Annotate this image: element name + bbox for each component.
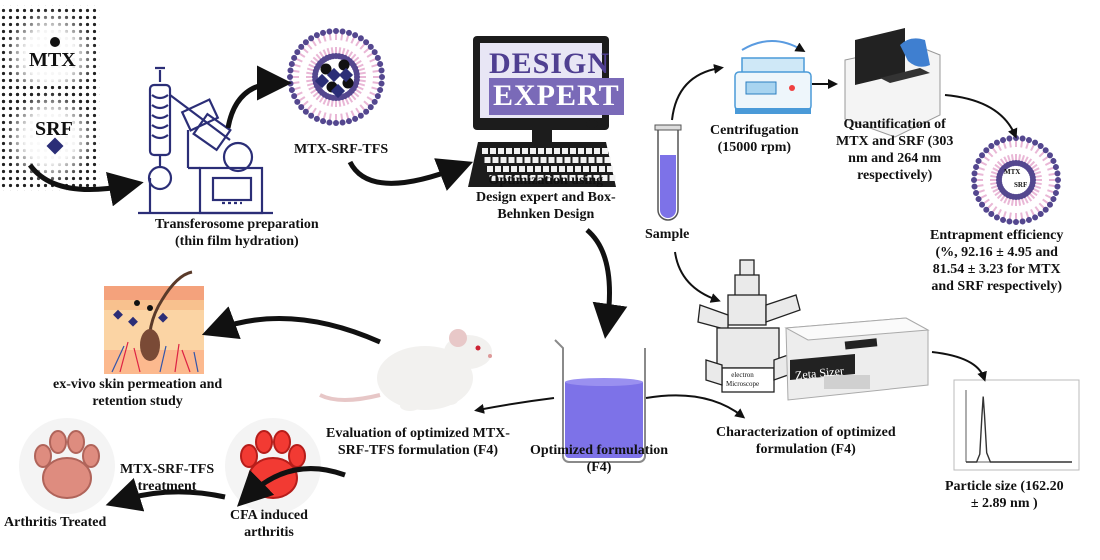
centrifuge-icon [734, 40, 812, 114]
cfa-line-1: CFA induced [230, 508, 308, 523]
sample-label: Sample [645, 227, 690, 242]
entrapment-line-2: (%, 92.16 ± 4.95 and [935, 245, 1058, 261]
quantification-line-1: Quantification of [843, 117, 946, 132]
quantification-label: Quantification of MTX and SRF (303 nm an… [836, 116, 953, 184]
microscope-line-2: Microscope [726, 379, 760, 388]
centrifugation-label: Centrifugation (15000 rpm) [710, 122, 799, 156]
design-expert-line-2: EXPERT [489, 78, 624, 115]
entrapment-line-3: 81.54 ± 3.23 for MTX [932, 262, 1061, 278]
treated-paw-icon [19, 418, 115, 514]
particle-size-line-1: Particle size (162.20 [945, 479, 1064, 494]
optimized-formulation-line-2: (F4) [586, 460, 612, 476]
srf-badge-label: SRF [35, 118, 73, 140]
srf-badge [0, 86, 100, 191]
transferosome-vesicle-icon [286, 27, 386, 127]
beaker-icon [554, 339, 646, 463]
ex-vivo-line-1: ex-vivo skin permeation and [53, 377, 223, 392]
optimization-label: Optimization using Design expert and Box… [476, 172, 616, 223]
characterization-line-2: formulation (F4) [755, 442, 856, 458]
optimization-line-3: Behnken Design [497, 207, 595, 223]
entrapment-label: Entrapment efficiency (%, 92.16 ± 4.95 a… [930, 227, 1063, 295]
optimized-formulation-label: Optimized formulation (F4) [530, 442, 668, 476]
treatment-line-2: treatment [137, 479, 197, 495]
evaluation-label: Evaluation of optimized MTX- SRF-TFS for… [326, 425, 510, 459]
vesicle-mtx-label: MTX [1004, 168, 1021, 176]
ex-vivo-label: ex-vivo skin permeation and retention st… [53, 376, 222, 410]
transferosome-line-2: (thin film hydration) [175, 234, 299, 250]
arrow-rat-to-skin [201, 306, 382, 345]
quantification-line-4: respectively) [857, 168, 933, 184]
electron-microscope-icon [697, 259, 801, 393]
test-tube-icon [654, 124, 682, 221]
transferosome-label: Transferosome preparation (thin film hyd… [155, 216, 319, 250]
treatment-label: MTX-SRF-TFS treatment [120, 461, 214, 495]
arrow-spectro-to-vesicle [944, 94, 1018, 139]
quantification-line-2: MTX and SRF (303 [836, 134, 954, 150]
microscope-line-1: electron [731, 371, 754, 379]
spectrophotometer-icon [844, 28, 941, 138]
transferosome-line-1: Transferosome preparation [155, 217, 319, 232]
cfa-paw-icon [225, 418, 321, 514]
zeta-sizer-icon [784, 317, 930, 401]
rotary-evaporator-icon [138, 66, 273, 215]
evaluation-line-2: SRF-TFS formulation (F4) [337, 443, 499, 459]
flow-arrows [27, 65, 628, 512]
arrow-badge-to-evaporator [27, 163, 144, 207]
mtx-badge-label: MTX [29, 49, 76, 71]
cfa-line-2: arthritis [244, 525, 294, 541]
treatment-line-1: MTX-SRF-TFS [120, 462, 215, 477]
microscope-label: electron Microscope [726, 371, 759, 388]
cfa-label: CFA induced arthritis [230, 507, 308, 541]
particle-size-label: Particle size (162.20 ± 2.89 nm ) [945, 478, 1064, 512]
design-expert-line-1: DESIGN [489, 47, 611, 80]
arrow-beaker-to-rat [474, 397, 555, 414]
rat-icon [319, 329, 492, 411]
arrow-tube-to-centrifuge [671, 64, 724, 121]
optimized-formulation-line-1: Optimized formulation [530, 443, 669, 458]
centrifugation-line-1: Centrifugation [710, 123, 799, 138]
characterization-line-1: Characterization of optimized [716, 425, 896, 440]
skin-section-icon [104, 270, 204, 374]
arrow-evaluation-to-cfa [236, 466, 346, 507]
centrifugation-line-2: (15000 rpm) [717, 140, 792, 156]
arrow-cfa-to-treated [105, 478, 226, 512]
arrow-evaporator-to-vesicle [225, 65, 292, 129]
mtx-srf-tfs-label: MTX-SRF-TFS [294, 142, 389, 157]
particle-size-line-2: ± 2.89 nm ) [970, 496, 1038, 512]
ex-vivo-line-2: retention study [92, 394, 183, 410]
characterization-label: Characterization of optimized formulatio… [716, 424, 896, 458]
thin-arrows [474, 64, 1018, 419]
arrow-optimization-to-beaker [585, 228, 628, 339]
entrapment-line-1: Entrapment efficiency [930, 228, 1064, 243]
arrow-vesicle-to-computer [347, 158, 474, 191]
entrapment-vesicle-icon [970, 134, 1062, 226]
optimization-line-1: Optimization using [488, 173, 604, 188]
particle-size-graph [953, 379, 1080, 471]
quantification-line-3: nm and 264 nm [848, 151, 942, 167]
vesicle-srf-label: SRF [1014, 181, 1028, 189]
mtx-molecule-icon [50, 37, 60, 47]
arrow-zetasizer-to-graph [931, 351, 987, 382]
evaluation-line-1: Evaluation of optimized MTX- [326, 426, 510, 441]
optimization-line-2: Design expert and Box- [476, 190, 616, 206]
arthritis-treated-label: Arthritis Treated [4, 515, 107, 530]
entrapment-line-4: and SRF respectively) [931, 279, 1062, 295]
arrow-sample-to-characterization [674, 251, 721, 303]
arrow-beaker-to-characterization [645, 394, 746, 419]
